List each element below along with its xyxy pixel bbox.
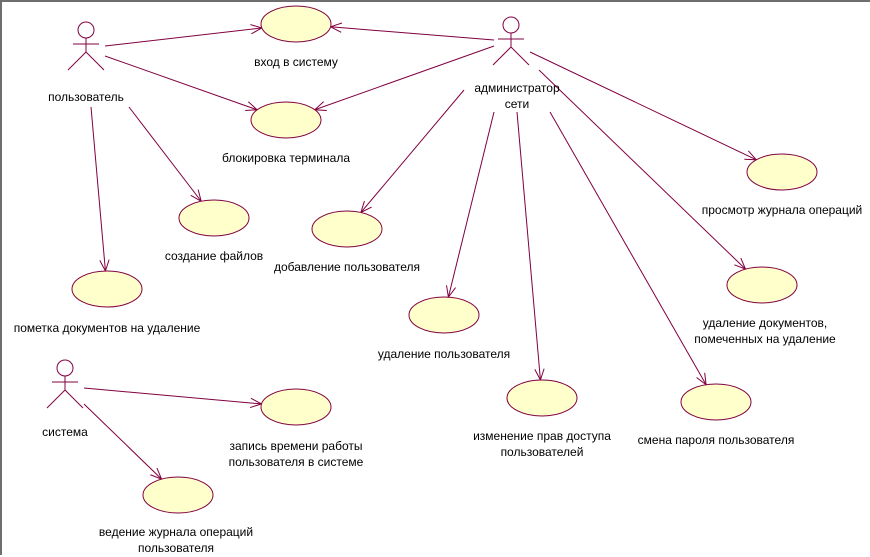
actor-icon[interactable] bbox=[492, 16, 530, 66]
association-line bbox=[83, 403, 162, 480]
use-case-ellipse bbox=[408, 296, 480, 334]
actor-label: система bbox=[42, 425, 88, 439]
use-case-label[interactable]: блокировка терминала bbox=[222, 151, 350, 165]
use-case-label[interactable]: добавление пользователя bbox=[273, 260, 421, 274]
use-case-ellipse bbox=[726, 266, 798, 304]
use-case-label[interactable]: удаление документов, помеченных на удале… bbox=[694, 316, 836, 346]
use-case-label[interactable]: просмотр журнала операций bbox=[701, 203, 863, 217]
use-case-ellipse bbox=[311, 210, 383, 248]
actor-icon[interactable] bbox=[46, 359, 84, 409]
use-case-ellipse bbox=[178, 199, 250, 237]
use-case-label[interactable]: запись времени работы пользователя в сис… bbox=[228, 439, 364, 469]
use-case-label[interactable]: вход в систему bbox=[254, 55, 338, 69]
association-line bbox=[538, 69, 746, 270]
use-case-label[interactable]: изменение прав доступа пользователей bbox=[473, 429, 611, 459]
association-line bbox=[83, 387, 262, 405]
use-case-label[interactable]: создание файлов bbox=[164, 249, 264, 263]
use-case-ellipse bbox=[746, 153, 818, 191]
association-line bbox=[314, 45, 495, 111]
association-line bbox=[516, 111, 541, 381]
association-line bbox=[128, 106, 202, 202]
use-case-ellipse bbox=[142, 476, 214, 514]
association-line bbox=[104, 27, 262, 47]
association-line bbox=[549, 111, 707, 385]
actor-label: администратор сети bbox=[474, 81, 560, 111]
association-line bbox=[330, 26, 495, 41]
use-case-ellipse bbox=[260, 388, 332, 426]
use-case-label[interactable]: пометка документов на удаление bbox=[13, 321, 201, 335]
actor-icon[interactable] bbox=[67, 21, 105, 71]
use-case-ellipse bbox=[260, 5, 332, 43]
association-line bbox=[104, 55, 258, 111]
use-case-label[interactable]: ведение журнала операций пользователя bbox=[98, 525, 254, 555]
association-line bbox=[360, 89, 465, 213]
association-line bbox=[90, 106, 106, 272]
use-case-label[interactable]: смена пароля пользователя bbox=[637, 433, 795, 447]
use-case-ellipse bbox=[71, 270, 143, 308]
use-case-ellipse bbox=[680, 383, 752, 421]
use-case-ellipse bbox=[250, 101, 322, 139]
use-case-ellipse bbox=[506, 379, 578, 417]
association-line bbox=[529, 51, 757, 161]
use-case-label[interactable]: удаление пользователя bbox=[377, 347, 511, 361]
actor-label: пользователь bbox=[48, 90, 124, 104]
association-line bbox=[447, 111, 495, 298]
